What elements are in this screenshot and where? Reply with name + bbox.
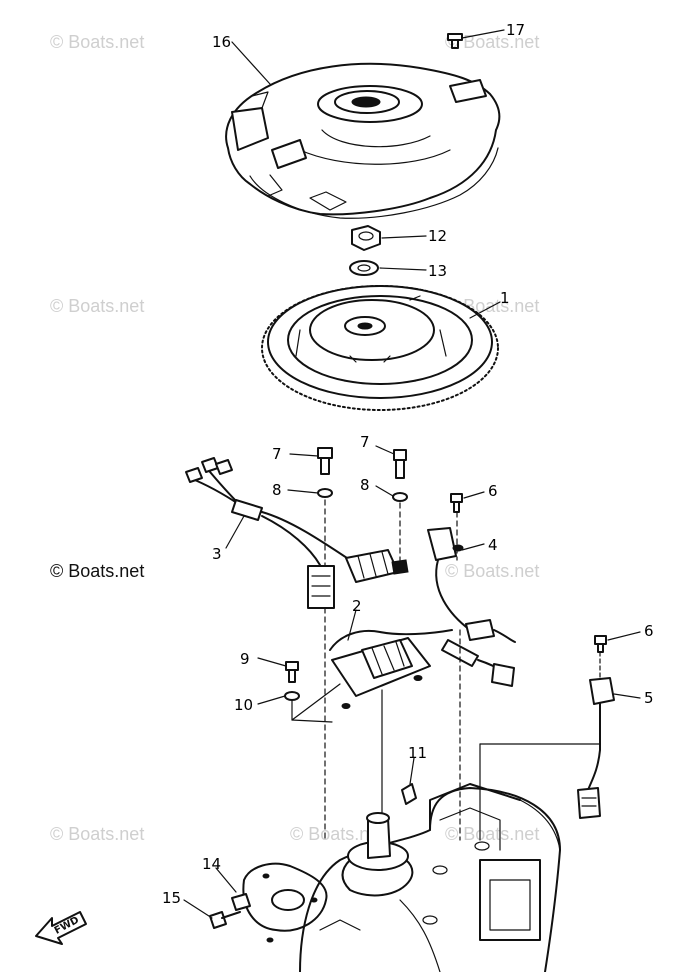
flywheel-cover-part: [225, 62, 501, 219]
part-number-callout: 6: [644, 622, 654, 640]
washer-part: [317, 488, 333, 498]
part-number-callout: 14: [202, 855, 221, 873]
watermark: © Boats.net: [445, 561, 539, 581]
part-number-callout: 1: [500, 289, 510, 307]
washer-part: [349, 260, 379, 276]
dowel-pin-part: [401, 783, 417, 805]
part-number-callout: 10: [234, 696, 253, 714]
leader-lines: [183, 29, 641, 919]
assembly-line: [291, 719, 333, 723]
part-number-callout: 6: [488, 482, 498, 500]
screw-part: [450, 493, 463, 513]
bolt-part: [285, 661, 299, 683]
part-number-callout: 7: [360, 433, 370, 451]
part-number-callout: 4: [488, 536, 498, 554]
watermark: © Boats.net: [290, 824, 384, 844]
bolt-part: [393, 449, 407, 479]
bolt-part: [317, 447, 333, 475]
part-number-callout: 7: [272, 445, 282, 463]
part-number-callout: 16: [212, 33, 231, 51]
watermark: © Boats.net: [50, 824, 144, 844]
part-number-callout: 9: [240, 650, 250, 668]
charge-coil-part: [185, 457, 409, 609]
part-number-callout: 5: [644, 689, 654, 707]
washer-part: [284, 691, 300, 701]
part-number-callout: 11: [408, 744, 427, 762]
bracket-part: [231, 862, 328, 943]
assembly-line: [291, 683, 341, 721]
forward-direction-arrow: FWD: [35, 911, 87, 945]
screw-part: [594, 635, 607, 653]
part-number-callout: 17: [506, 21, 525, 39]
part-number-callout: 15: [162, 889, 181, 907]
part-number-callout: 12: [428, 227, 447, 245]
powerhead-block: [299, 783, 561, 972]
washer-part: [392, 492, 408, 502]
watermark: © Boats.net: [50, 561, 144, 581]
part-number-callout: 2: [352, 597, 362, 615]
pulser-coil-part: [427, 527, 516, 643]
part-number-callout: 3: [212, 545, 222, 563]
part-number-callout: 8: [360, 476, 370, 494]
bolt-part: [209, 911, 241, 929]
part-number-callout: 13: [428, 262, 447, 280]
part-number-callout: 8: [272, 481, 282, 499]
nut-part: [351, 225, 381, 251]
watermark: © Boats.net: [445, 824, 539, 844]
watermark: © Boats.net: [50, 32, 144, 52]
watermark: © Boats.net: [50, 296, 144, 316]
thermo-switch-part: [577, 677, 615, 819]
flywheel-part: [261, 285, 499, 411]
screw-part: [447, 33, 463, 49]
cdi-unit-part: [329, 629, 515, 709]
